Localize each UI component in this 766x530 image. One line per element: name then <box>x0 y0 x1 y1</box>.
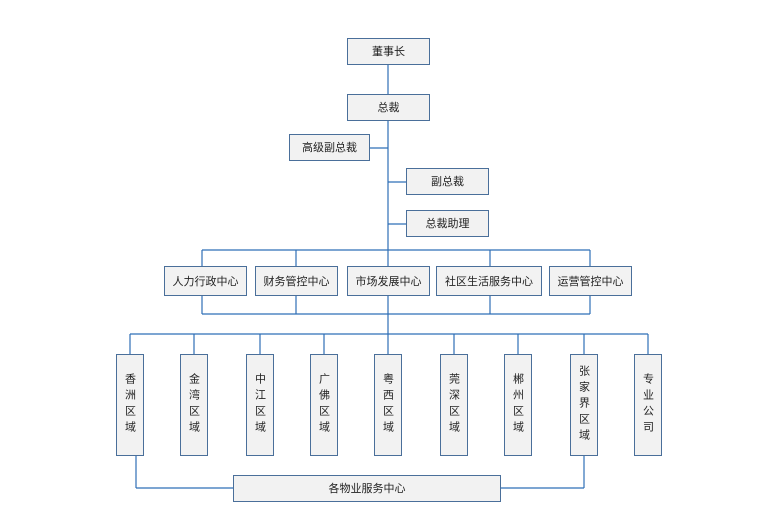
vp-box: 副总裁 <box>406 168 489 195</box>
region-yuexi: 粤西区域 <box>374 354 402 456</box>
region-zhongjiang: 中江区域 <box>246 354 274 456</box>
region-jinwan: 金湾区域 <box>180 354 208 456</box>
senior-vp-box: 高级副总裁 <box>289 134 370 161</box>
region-guanshen: 莞深区域 <box>440 354 468 456</box>
chairman-box: 董事长 <box>347 38 430 65</box>
region-zhangjiajie: 张家界区域 <box>570 354 598 456</box>
region-xiangzhou: 香洲区域 <box>116 354 144 456</box>
property-service-center: 各物业服务中心 <box>233 475 501 502</box>
assistant-box: 总裁助理 <box>406 210 489 237</box>
region-guangfo: 广佛区域 <box>310 354 338 456</box>
center-hr-admin: 人力行政中心 <box>164 266 247 296</box>
specialized-company: 专业公司 <box>634 354 662 456</box>
center-community: 社区生活服务中心 <box>436 266 542 296</box>
president-box: 总裁 <box>347 94 430 121</box>
center-finance: 财务管控中心 <box>255 266 338 296</box>
region-chenzhou: 郴州区域 <box>504 354 532 456</box>
center-market: 市场发展中心 <box>347 266 430 296</box>
center-operations: 运营管控中心 <box>549 266 632 296</box>
